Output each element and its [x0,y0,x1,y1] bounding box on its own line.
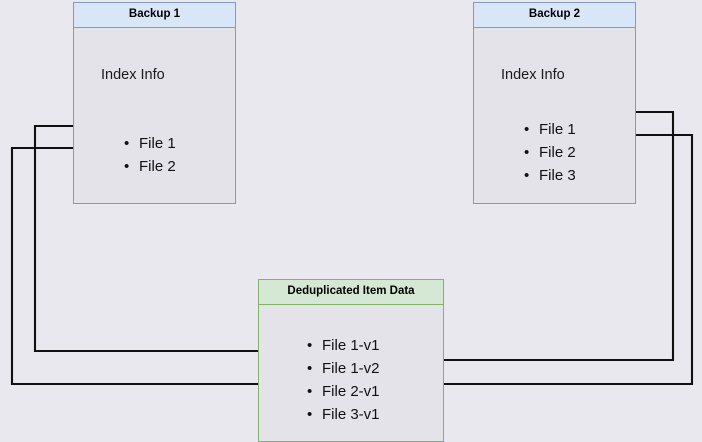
list-item[interactable]: File 3-v1 [307,403,380,426]
backup-2-title: Backup 2 [474,3,635,28]
backup-1-index-label: Index Info [101,66,165,83]
list-item[interactable]: File 1 [124,132,176,155]
backup-2-body: Index Info File 1 File 2 File 3 [474,28,635,204]
backup-2-file-list: File 1 File 2 File 3 [524,118,576,187]
backup-1-file-list: File 1 File 2 [124,132,176,178]
list-item[interactable]: File 1-v1 [307,334,380,357]
backup-2-index-label: Index Info [501,66,565,83]
dedup-title: Deduplicated Item Data [259,280,443,305]
list-item[interactable]: File 2-v1 [307,380,380,403]
list-item[interactable]: File 2 [124,155,176,178]
deduplicated-item-data-box[interactable]: Deduplicated Item Data File 1-v1 File 1-… [258,279,444,442]
dedup-body: File 1-v1 File 1-v2 File 2-v1 File 3-v1 [259,305,443,442]
backup-1-box[interactable]: Backup 1 Index Info File 1 File 2 [73,2,236,204]
list-item[interactable]: File 2 [524,141,576,164]
list-item[interactable]: File 1-v2 [307,357,380,380]
list-item[interactable]: File 3 [524,164,576,187]
backup-1-body: Index Info File 1 File 2 [74,28,235,204]
dedup-item-list: File 1-v1 File 1-v2 File 2-v1 File 3-v1 [307,334,380,426]
backup-1-title: Backup 1 [74,3,235,28]
list-item[interactable]: File 1 [524,118,576,141]
backup-2-box[interactable]: Backup 2 Index Info File 1 File 2 File 3 [473,2,636,204]
